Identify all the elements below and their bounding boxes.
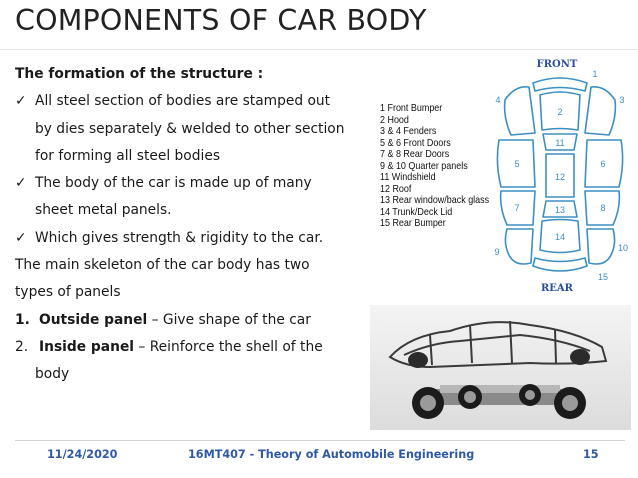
legend-item: 1 Front Bumper <box>380 103 443 114</box>
left-front-door-shape <box>496 139 536 188</box>
panel-name: Inside panel <box>39 338 135 355</box>
legend-item: 5 & 6 Front Doors <box>380 137 451 149</box>
legend-item: 11 Windshield <box>380 172 436 183</box>
rear-bumper-shape <box>532 257 588 272</box>
windshield-shape <box>542 133 578 151</box>
bullet-text: All steel section of bodies are stamped … <box>35 93 331 110</box>
bullet-item: ✓ Which gives strength & rigidity to the … <box>15 225 365 252</box>
slide-body: The formation of the structure : ✓ All st… <box>15 61 365 389</box>
legend-item: 7 & 8 Rear Doors <box>380 149 450 160</box>
diagram-number-13: 13 <box>555 205 565 215</box>
legend-item: 12 Roof <box>380 183 412 195</box>
right-quarter-panel-shape <box>586 228 616 265</box>
diagram-number-11: 11 <box>555 138 564 148</box>
paragraph-line: types of panels <box>15 284 121 301</box>
bullet-text: Which gives strength & rigidity to the c… <box>35 229 324 246</box>
front-bumper-shape <box>532 77 588 92</box>
bullet-continuation: for forming all steel bodies <box>35 147 221 164</box>
left-rear-door-shape <box>499 190 536 226</box>
left-fender-shape <box>503 85 536 136</box>
check-icon: ✓ <box>15 229 27 246</box>
hood-shape <box>539 91 581 131</box>
trunk-shape <box>539 218 581 254</box>
diagram-number-12: 12 <box>555 172 565 182</box>
bullet-text: The body of the car is made up of many <box>35 175 312 192</box>
legend-item: 9 & 10 Quarter panels <box>380 160 468 172</box>
diagram-number-2: 2 <box>557 107 562 117</box>
footer-page-number: 15 <box>583 448 599 461</box>
legend-item: 3 & 4 Fenders <box>380 126 437 137</box>
bullet-continuation: sheet metal panels. <box>35 202 172 219</box>
footer-divider <box>15 440 625 441</box>
legend-item: 14 Trunk/Deck Lid <box>380 206 453 218</box>
slide-title: COMPONENTS OF CAR BODY <box>15 4 427 37</box>
footer-course: 16MT407 - Theory of Automobile Engineeri… <box>188 448 475 461</box>
left-quarter-panel-shape <box>504 228 534 265</box>
numbered-continuation: body <box>35 366 70 383</box>
diagram-number-7: 7 <box>514 203 519 213</box>
rear-label: REAR <box>541 283 574 294</box>
panel-legend: 1 Front Bumper 2 Hood 3 & 4 Fenders 5 & … <box>380 103 489 230</box>
panel-description: – Give shape of the car <box>147 311 311 328</box>
numbered-item: 1. Outside panel – Give shape of the car <box>15 307 365 334</box>
diagram-number-6: 6 <box>600 159 605 169</box>
bullet-continuation: by dies separately & welded to other sec… <box>35 120 345 137</box>
front-label: FRONT <box>537 59 578 70</box>
rear-window-shape <box>542 200 578 218</box>
diagram-number-10: 10 <box>618 243 628 253</box>
diagram-number-8: 8 <box>600 203 605 213</box>
legend-item: 13 Rear window/back glass <box>380 195 490 206</box>
car-chassis-image <box>370 305 631 430</box>
right-front-door-shape <box>584 139 624 188</box>
paragraph-line: The main skeleton of the car body has tw… <box>15 257 310 274</box>
diagram-number-1: 1 <box>592 69 597 79</box>
legend-item: 2 Hood <box>380 114 409 126</box>
diagram-number-9: 9 <box>494 247 499 257</box>
legend-item: 15 Rear Bumper <box>380 218 446 229</box>
right-fender-shape <box>584 85 617 136</box>
right-rear-door-shape <box>584 190 621 226</box>
panel-name: Outside panel <box>39 311 148 328</box>
item-number: 1. <box>15 311 30 328</box>
section-heading: The formation of the structure : <box>15 66 264 82</box>
item-number: 2. <box>15 338 29 355</box>
car-panel-diagram: 1 2 3 4 5 6 7 8 9 10 11 12 13 14 15 FRON… <box>494 59 628 294</box>
check-icon: ✓ <box>15 175 27 192</box>
diagram-number-15: 15 <box>598 272 608 282</box>
title-divider <box>0 49 638 50</box>
diagram-number-3: 3 <box>619 95 624 105</box>
bullet-item: ✓ The body of the car is made up of many <box>15 170 365 197</box>
footer-date: 11/24/2020 <box>47 448 118 461</box>
numbered-item: 2. Inside panel – Reinforce the shell of … <box>15 334 365 361</box>
check-icon: ✓ <box>15 93 27 110</box>
diagram-number-14: 14 <box>555 232 565 242</box>
diagram-number-5: 5 <box>514 159 519 169</box>
panel-description: – Reinforce the shell of the <box>134 338 323 355</box>
roof-shape <box>545 153 575 198</box>
bullet-item: ✓ All steel section of bodies are stamped… <box>15 88 365 115</box>
diagram-number-4: 4 <box>495 95 500 105</box>
